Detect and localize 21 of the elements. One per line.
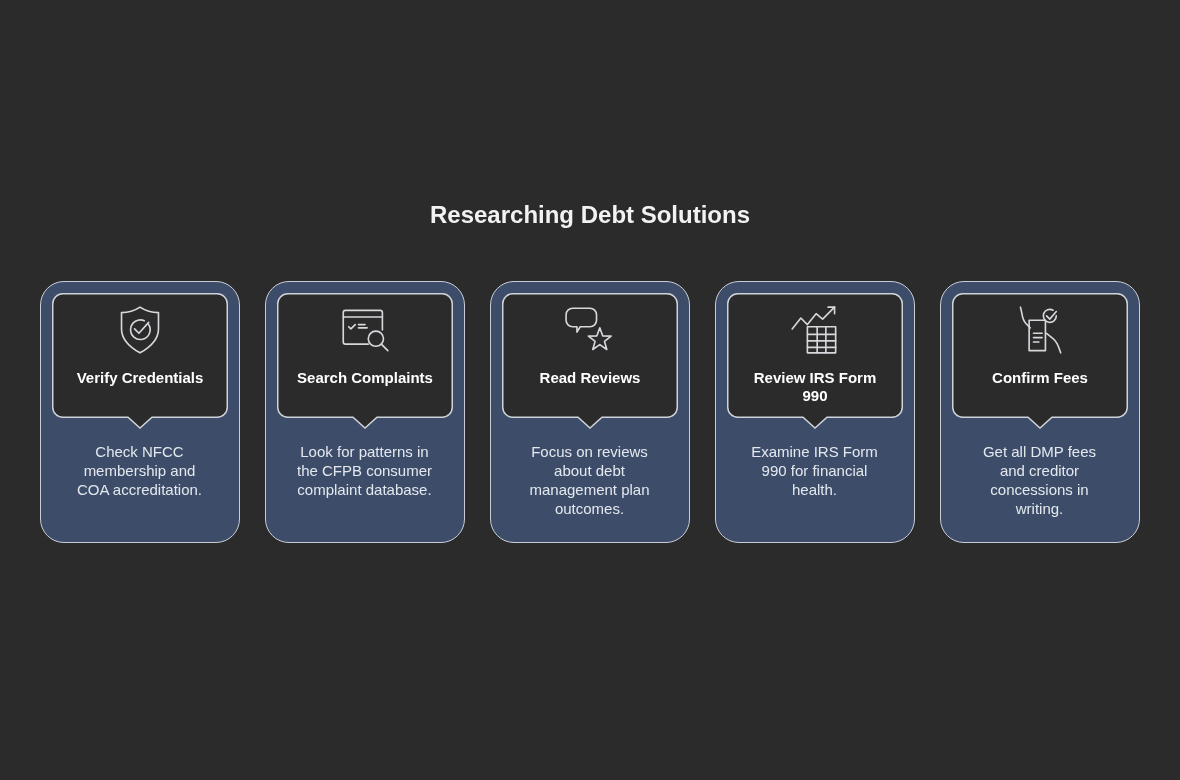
step-card [40, 281, 240, 543]
step-title: Read Reviews [538, 369, 642, 387]
step-description: Examine IRS Form 990 for financial health. [750, 442, 879, 499]
step-card [490, 281, 690, 543]
diagram-title: Researching Debt Solutions [428, 200, 752, 230]
step-description: Get all DMP fees and creditor concessions in writing. [981, 442, 1098, 518]
step-card [940, 281, 1140, 543]
step-title: Confirm Fees [991, 369, 1089, 387]
step-description: Focus on reviews about debt management plan outcomes. [528, 442, 651, 518]
step-title: Review IRS Form 990 [752, 369, 878, 405]
step-card [265, 281, 465, 543]
step-description: Check NFCC membership and COA accreditation. [75, 442, 204, 499]
callout-box [952, 293, 1128, 429]
callout-box [502, 293, 678, 429]
callout-box [277, 293, 453, 429]
callout-box [727, 293, 903, 429]
step-title: Verify Credentials [75, 369, 205, 387]
step-title: Search Complaints [296, 369, 434, 387]
callout-box [52, 293, 228, 429]
step-card [715, 281, 915, 543]
step-description: Look for patterns in the CFPB consumer complaint database. [295, 442, 434, 499]
